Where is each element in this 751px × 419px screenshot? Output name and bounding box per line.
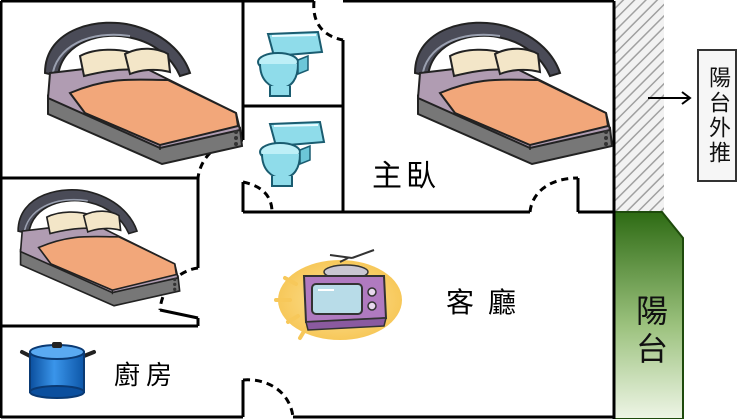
toilet-icon <box>257 31 323 97</box>
balcony-extension-hatch <box>614 0 664 212</box>
cooking-pot-icon <box>20 342 96 399</box>
television-icon <box>274 249 402 340</box>
balcony-label-box: 陽台 <box>617 282 683 382</box>
master-bedroom-label: 主臥 <box>372 159 440 194</box>
walls <box>0 0 616 419</box>
bed-icon <box>17 189 181 307</box>
balcony-outward-label-box: 陽台外推 <box>697 49 737 182</box>
balcony-label: 陽台 <box>631 294 669 370</box>
living-room-label: 客廳 <box>446 286 530 319</box>
bed-icon <box>414 21 613 165</box>
bed-icon <box>44 21 243 165</box>
toilet-icon <box>259 121 325 187</box>
arrow-right-icon <box>648 91 692 105</box>
balcony-outward-label: 陽台外推 <box>705 65 730 166</box>
kitchen-label: 廚房 <box>114 361 178 391</box>
